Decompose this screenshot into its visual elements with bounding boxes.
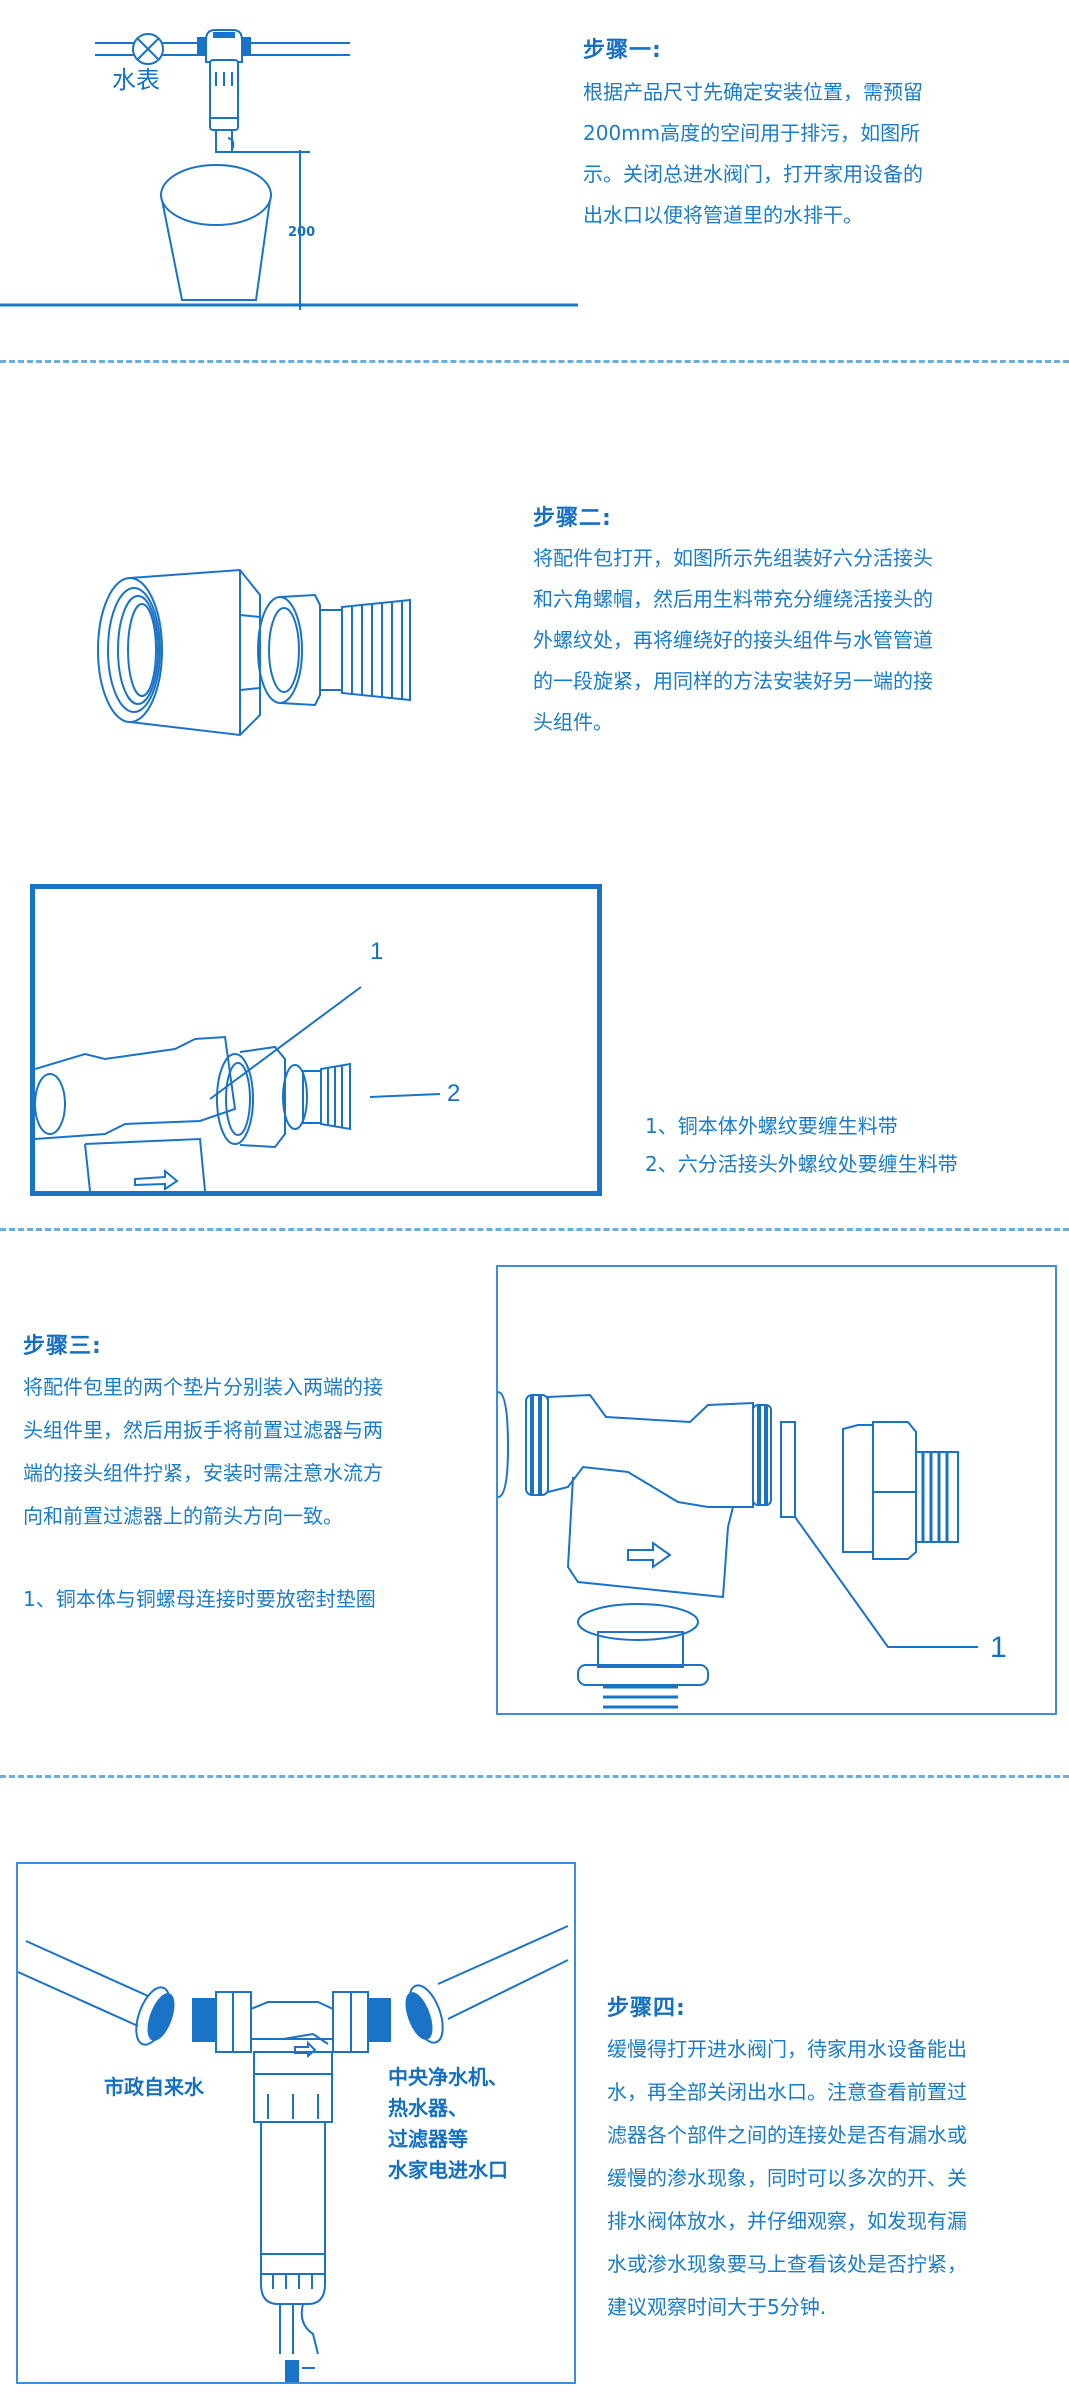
- section-divider-1: [0, 360, 1069, 363]
- step-4-text: 步骤四: 缓慢得打开进水阀门，待家用水设备能出 水，再全部关闭出水口。注意查看前…: [607, 1990, 1067, 2329]
- step-4-line-1: 缓慢得打开进水阀门，待家用水设备能出: [607, 2037, 967, 2061]
- step-4-line-7: 建议观察时间大于5分钟.: [607, 2295, 827, 2319]
- dimension-label: 200: [288, 225, 315, 240]
- outlet-label-line-1: 中央净水机、: [388, 2065, 508, 2089]
- drain-clearance-diagram-icon: 水表 200: [0, 29, 578, 310]
- outlet-label-line-3: 过滤器等: [388, 2127, 468, 2151]
- filter-union-exploded-icon: 1 2: [35, 938, 460, 1191]
- section-divider-3: [0, 1775, 1069, 1778]
- step-2-notes: 1、铜本体外螺纹要缠生料带 2、六分活接头外螺纹处要缠生料带: [645, 1107, 1065, 1183]
- step-1-text: 步骤一: 根据产品尺寸先确定安装位置，需预留 200mm高度的空间用于排污，如图…: [583, 32, 1023, 236]
- step-3-title: 步骤三:: [23, 1334, 102, 1359]
- step-4-line-3: 滤器各个部件之间的连接处是否有漏水或: [607, 2123, 967, 2147]
- step-1-diagram: 水表 200: [0, 0, 580, 320]
- step-3-line-4: 向和前置过滤器上的箭头方向一致。: [23, 1504, 343, 1528]
- step-3-note: 1、铜本体与铜螺母连接时要放密封垫圈: [23, 1587, 376, 1611]
- step-2-note-2: 2、六分活接头外螺纹处要缠生料带: [645, 1152, 958, 1176]
- filter-connection-overview-icon: [18, 1925, 569, 2382]
- step-1-title: 步骤一:: [583, 38, 662, 63]
- step-1-line-1: 根据产品尺寸先确定安装位置，需预留: [583, 80, 923, 104]
- step-1-line-4: 出水口以便将管道里的水排干。: [583, 203, 863, 227]
- step-2-text: 步骤二: 将配件包打开，如图所示先组装好六分活接头 和六角螺帽，然后用生料带充分…: [533, 500, 1033, 743]
- step-2-note-1: 1、铜本体外螺纹要缠生料带: [645, 1114, 898, 1138]
- inlet-label: 市政自来水: [104, 2075, 204, 2099]
- step-2-line-2: 和六角螺帽，然后用生料带充分缠绕活接头的: [533, 587, 933, 611]
- water-meter-label: 水表: [112, 66, 160, 94]
- step-3-line-2: 头组件里，然后用扳手将前置过滤器与两: [23, 1418, 383, 1442]
- hex-union-fitting-icon: [97, 568, 411, 737]
- step-3-line-3: 端的接头组件拧紧，安装时需注意水流方: [23, 1461, 383, 1485]
- outlet-label-line-4: 水家电进水口: [388, 2158, 508, 2182]
- step-3-line-1: 将配件包里的两个垫片分别装入两端的接: [23, 1375, 383, 1399]
- step-4-line-5: 排水阀体放水，并仔细观察，如发现有漏: [607, 2209, 967, 2233]
- step-4-line-2: 水，再全部关闭出水口。注意查看前置过: [607, 2080, 967, 2104]
- step-4-title: 步骤四:: [607, 1996, 686, 2021]
- step-1-line-2: 200mm高度的空间用于排污，如图所: [583, 121, 921, 145]
- callout-2-label: 2: [447, 1080, 460, 1107]
- step-1-line-3: 示。关闭总进水阀门，打开家用设备的: [583, 162, 923, 186]
- step-4-line-6: 水或渗水现象要马上查看该处是否拧紧，: [607, 2252, 967, 2276]
- step-2-line-4: 的一段旋紧，用同样的方法安装好另一端的接: [533, 669, 933, 693]
- callout-1-label: 1: [370, 938, 383, 965]
- outlet-label-line-2: 热水器、: [388, 2096, 468, 2120]
- step-2-line-3: 外螺纹处，再将缠绕好的接头组件与水管管道: [533, 628, 933, 652]
- step-4-line-4: 缓慢的渗水现象，同时可以多次的开、关: [607, 2166, 967, 2190]
- step-2-title: 步骤二:: [533, 506, 612, 531]
- step-2-line-5: 头组件。: [533, 710, 613, 734]
- section-divider-2: [0, 1228, 1069, 1231]
- step-4-diagram-frame: 市政自来水 中央净水机、 热水器、 过滤器等 水家电进水口: [16, 1862, 576, 2384]
- step-3-text: 步骤三: 将配件包里的两个垫片分别装入两端的接 头组件里，然后用扳手将前置过滤器…: [23, 1328, 483, 1618]
- union-fitting-illustration: [90, 555, 430, 740]
- outlet-label: 中央净水机、 热水器、 过滤器等 水家电进水口: [388, 2062, 508, 2186]
- step-3-diagram-frame: 1: [496, 1265, 1057, 1715]
- filter-gasket-install-icon: 1: [498, 1391, 1007, 1709]
- gasket-callout-label: 1: [990, 1631, 1007, 1664]
- step-2-line-1: 将配件包打开，如图所示先组装好六分活接头: [533, 546, 933, 570]
- step-2-detail-diagram-frame: 1 2: [30, 884, 602, 1196]
